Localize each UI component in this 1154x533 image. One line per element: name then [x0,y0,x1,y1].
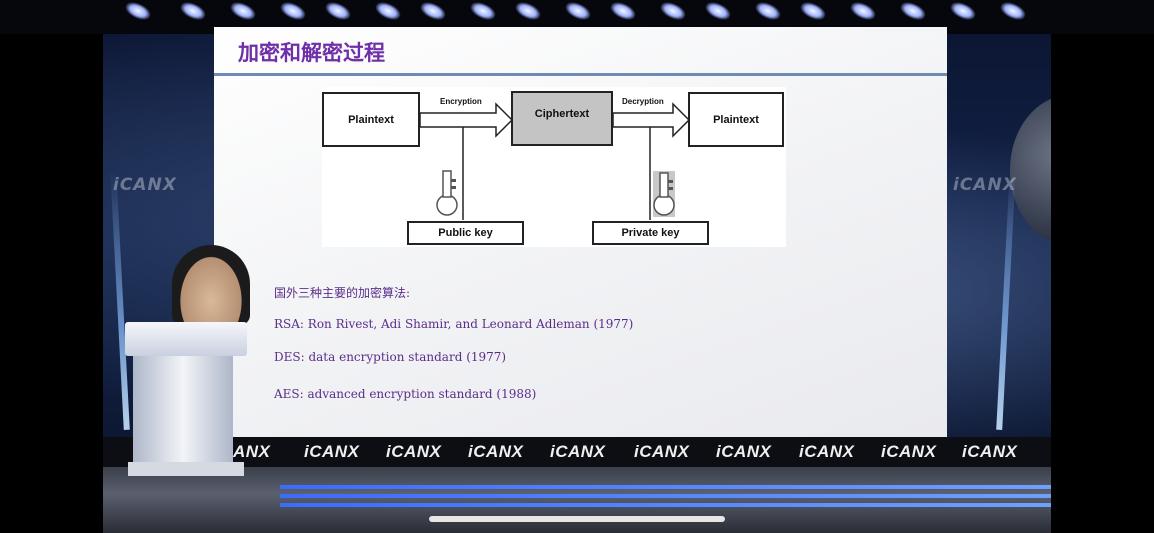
brand-logo: ANX [233,442,271,461]
planet-decoration [1010,95,1051,245]
side-brand-logo: iCANX [113,175,177,195]
floor-light-line [280,503,1051,507]
brand-logo: iCANX [304,442,360,461]
stage-floor [103,467,1051,533]
floor-light-line [280,494,1051,498]
slide-title: 加密和解密过程 [238,41,385,65]
spotlight [178,0,208,23]
brand-strip [103,437,1051,467]
spotlight [753,0,783,23]
brand-logo: iCANX [550,442,606,461]
brand-logo: iCANX [881,442,937,461]
spotlight [798,0,828,23]
spotlight [898,0,928,23]
brand-logo: iCANX [799,442,855,461]
spotlight [228,0,258,23]
podium [133,356,233,466]
light-beam [110,170,130,430]
presenter-avatar [172,245,250,325]
home-indicator[interactable] [429,516,725,522]
floor-light-line [280,485,1051,489]
brand-logo: iCANX [962,442,1018,461]
light-beam [996,170,1016,430]
algorithm-item: DES: data encryption standard (1977) [274,350,507,364]
diagram-arrows [419,102,691,220]
algorithms-heading: 国外三种主要的加密算法: [274,286,411,300]
spotlight [848,0,878,23]
algorithm-item: RSA: Ron Rivest, Adi Shamir, and Leonard… [274,317,634,331]
spotlight [658,0,688,23]
encryption-arrow [419,102,514,138]
decryption-arrow [612,102,691,138]
spotlight [703,0,733,23]
decryption-label: Decryption [622,97,664,106]
side-brand-logo: iCANX [953,175,1017,195]
spotlight [323,0,353,23]
brand-logo: iCANX [386,442,442,461]
brand-logo: iCANX [634,442,690,461]
presentation-slide: 加密和解密过程 Plaintext Ciphertext Plaintext [214,27,947,437]
spotlight [278,0,308,23]
spotlight [468,0,498,23]
spotlight [373,0,403,23]
brand-logo: iCANX [716,442,772,461]
spotlight [418,0,448,23]
spotlight [563,0,593,23]
public-key-icon [436,170,458,216]
spotlight [123,0,153,23]
brand-logo: iCANX [468,442,524,461]
plaintext-box-left: Plaintext [322,92,420,147]
private-key-box: Private key [592,221,709,245]
algorithm-item: AES: advanced encryption standard (1988) [274,387,537,401]
title-divider [214,73,947,76]
public-key-box: Public key [407,221,524,245]
plaintext-box-right: Plaintext [688,92,784,147]
spotlight [513,0,543,23]
encryption-label: Encryption [440,97,482,106]
private-key-icon [653,171,675,217]
ciphertext-box: Ciphertext [511,91,613,146]
podium-top [125,322,247,356]
encryption-diagram: Plaintext Ciphertext Plaintext Encrypti [322,87,786,247]
podium-base [128,462,244,476]
spotlight [998,0,1028,23]
spotlight [608,0,638,23]
spotlight [948,0,978,23]
